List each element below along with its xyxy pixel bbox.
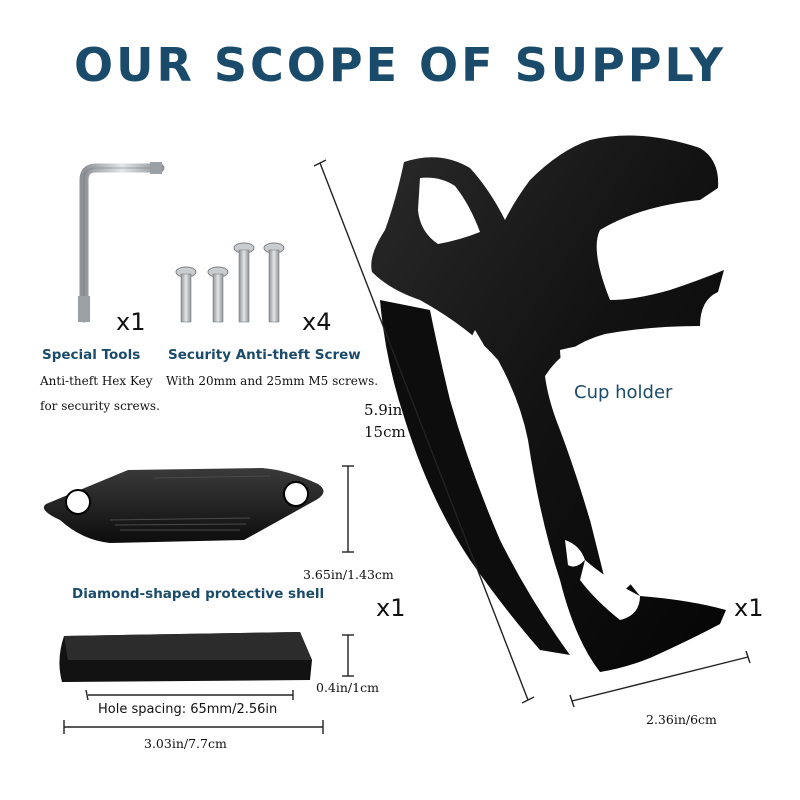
holder-dimension-lines — [313, 159, 751, 708]
holder-quantity: x1 — [734, 594, 764, 622]
shell-heading: Diamond-shaped protective shell — [72, 586, 325, 602]
shell-quantity: x1 — [376, 594, 406, 622]
protective-shell-icon — [43, 468, 324, 543]
shell-dimension-lines — [63, 465, 354, 734]
holder-height-in: 5.9in — [364, 401, 403, 419]
protective-shell-side-icon — [59, 632, 312, 682]
screws-quantity: x4 — [302, 308, 332, 336]
tools-desc-line1: Anti-theft Hex Key — [40, 374, 153, 388]
cup-holder-label: Cup holder — [574, 382, 673, 403]
shell-width-dimension: 3.65in/1.43cm — [303, 567, 394, 582]
shell-thickness-dimension: 0.4in/1cm — [316, 680, 379, 695]
tools-desc-line2: for security screws. — [40, 399, 160, 413]
tools-quantity: x1 — [116, 308, 146, 336]
screws-desc: With 20mm and 25mm M5 screws. — [166, 374, 379, 388]
shell-length-dimension: 3.03in/7.7cm — [144, 736, 227, 751]
shell-hole-spacing: Hole spacing: 65mm/2.56in — [98, 702, 278, 717]
holder-width-dimension: 2.36in/6cm — [646, 712, 717, 727]
page-title: OUR SCOPE OF SUPPLY — [74, 38, 726, 92]
hex-key-icon — [78, 162, 165, 323]
holder-height-cm: 15cm — [364, 423, 406, 441]
tools-heading: Special Tools — [42, 347, 141, 363]
cup-holder-icon — [371, 135, 726, 672]
screw-icon — [175, 242, 285, 323]
screws-heading: Security Anti-theft Screw — [168, 347, 361, 363]
